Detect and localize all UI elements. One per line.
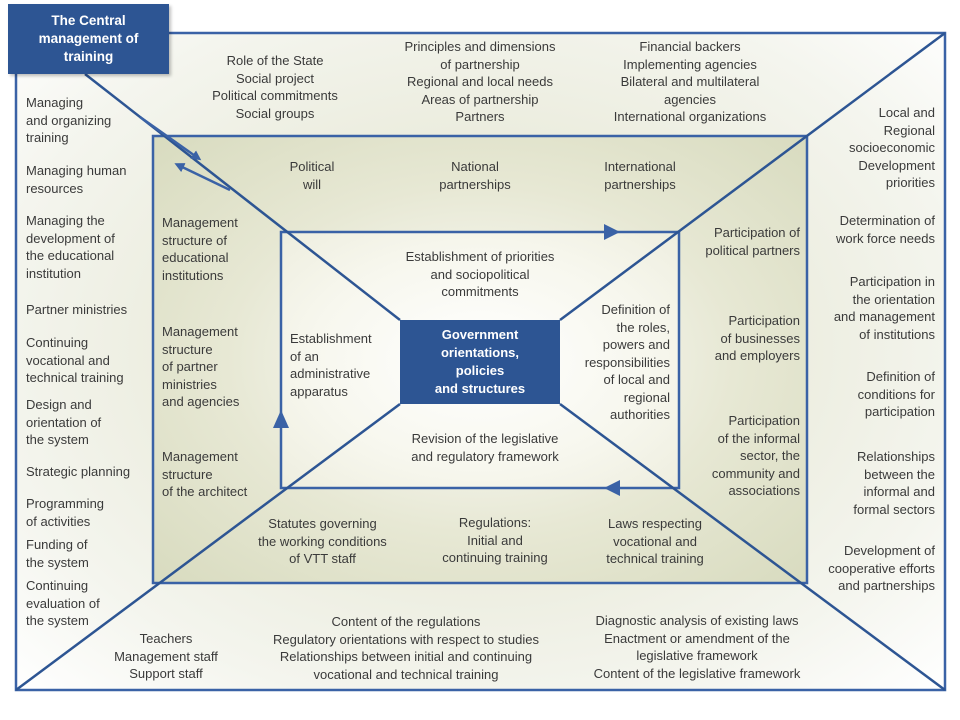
left-item-design-orientation: Design and orientation of the system xyxy=(26,397,102,447)
diagonal-bottom-left xyxy=(15,402,401,692)
left-item-funding: Funding of the system xyxy=(26,537,89,570)
arrow-bottom-left xyxy=(604,480,620,496)
regulations-content-text: Content of the regulations Regulatory or… xyxy=(273,614,539,682)
participation-political-text: Participation of political partners xyxy=(705,225,800,258)
financial-backers-text: Financial backers Implementing agencies … xyxy=(613,39,767,124)
arrow-top-right xyxy=(604,224,620,240)
principles-partnership-text: Principles and dimensions of partnership… xyxy=(404,39,556,124)
role-of-state-text: Role of the State Social project Politic… xyxy=(212,53,338,121)
participation-informal-text: Participation of the informal sector, th… xyxy=(711,413,800,498)
diagonal-bottom-right xyxy=(559,402,946,692)
government-orientations-box: Government orientations, policies and st… xyxy=(400,320,560,404)
left-item-programming: Programming of activities xyxy=(26,496,105,529)
left-item-continuing-evaluation: Continuing evaluation of the system xyxy=(26,578,100,628)
right-item-participation-orientation: Participation in the orientation and man… xyxy=(833,274,935,342)
participation-businesses-text: Participation of businesses and employer… xyxy=(714,313,800,363)
left-item-strategic-planning: Strategic planning xyxy=(26,464,131,479)
staff-text: Teachers Management staff Support staff xyxy=(114,631,218,681)
middle-rectangle xyxy=(151,134,809,585)
right-item-relationships: Relationships between the informal and f… xyxy=(853,449,935,517)
arrow-out-of-center xyxy=(174,163,231,192)
management-structure-educational-text: Management structure of educational inst… xyxy=(162,215,238,283)
right-item-cooperative-efforts: Development of cooperative efforts and p… xyxy=(828,543,935,593)
management-structure-partner-text: Management structure of partner ministri… xyxy=(162,324,240,409)
left-item-managing-organizing: Managing and organizing training xyxy=(26,95,112,145)
management-structure-architect-text: Management structure of the architect xyxy=(162,449,248,499)
diagonal-top-right xyxy=(559,31,946,322)
national-partnerships-text: National partnerships xyxy=(439,159,511,192)
left-item-managing-development: Managing the development of the educatio… xyxy=(26,213,115,281)
arrow-left-up xyxy=(273,410,289,428)
establishment-priorities-text: Establishment of priorities and sociopol… xyxy=(405,249,555,299)
inner-rectangle xyxy=(279,230,681,490)
legal-framework-text: Diagnostic analysis of existing laws Ena… xyxy=(593,613,801,681)
right-item-local-regional: Local and Regional socioeconomic Develop… xyxy=(849,105,935,190)
diagonal-top-left xyxy=(84,73,401,321)
right-item-definition-conditions: Definition of conditions for participati… xyxy=(857,369,935,419)
left-item-partner-ministries: Partner ministries xyxy=(26,302,128,317)
outer-rectangle xyxy=(14,31,947,692)
left-item-continuing-vocational: Continuing vocational and technical trai… xyxy=(26,335,124,385)
political-will-text: Political will xyxy=(289,159,335,192)
arrow-into-center xyxy=(139,115,202,161)
administrative-apparatus-text: Establishment of an administrative appar… xyxy=(290,331,372,399)
statutes-text: Statutes governing the working condition… xyxy=(258,516,387,566)
international-partnerships-text: International partnerships xyxy=(604,159,676,192)
revision-legislative-text: Revision of the legislative and regulato… xyxy=(411,431,559,464)
regulations-text: Regulations: Initial and continuing trai… xyxy=(442,515,548,565)
definition-roles-text: Definition of the roles, powers and resp… xyxy=(584,302,670,422)
right-item-work-force: Determination of work force needs xyxy=(836,213,935,246)
laws-respecting-text: Laws respecting vocational and technical… xyxy=(606,516,704,566)
left-item-managing-human-resources: Managing human resources xyxy=(26,163,127,196)
central-management-tab: The Central management of training xyxy=(8,4,169,74)
